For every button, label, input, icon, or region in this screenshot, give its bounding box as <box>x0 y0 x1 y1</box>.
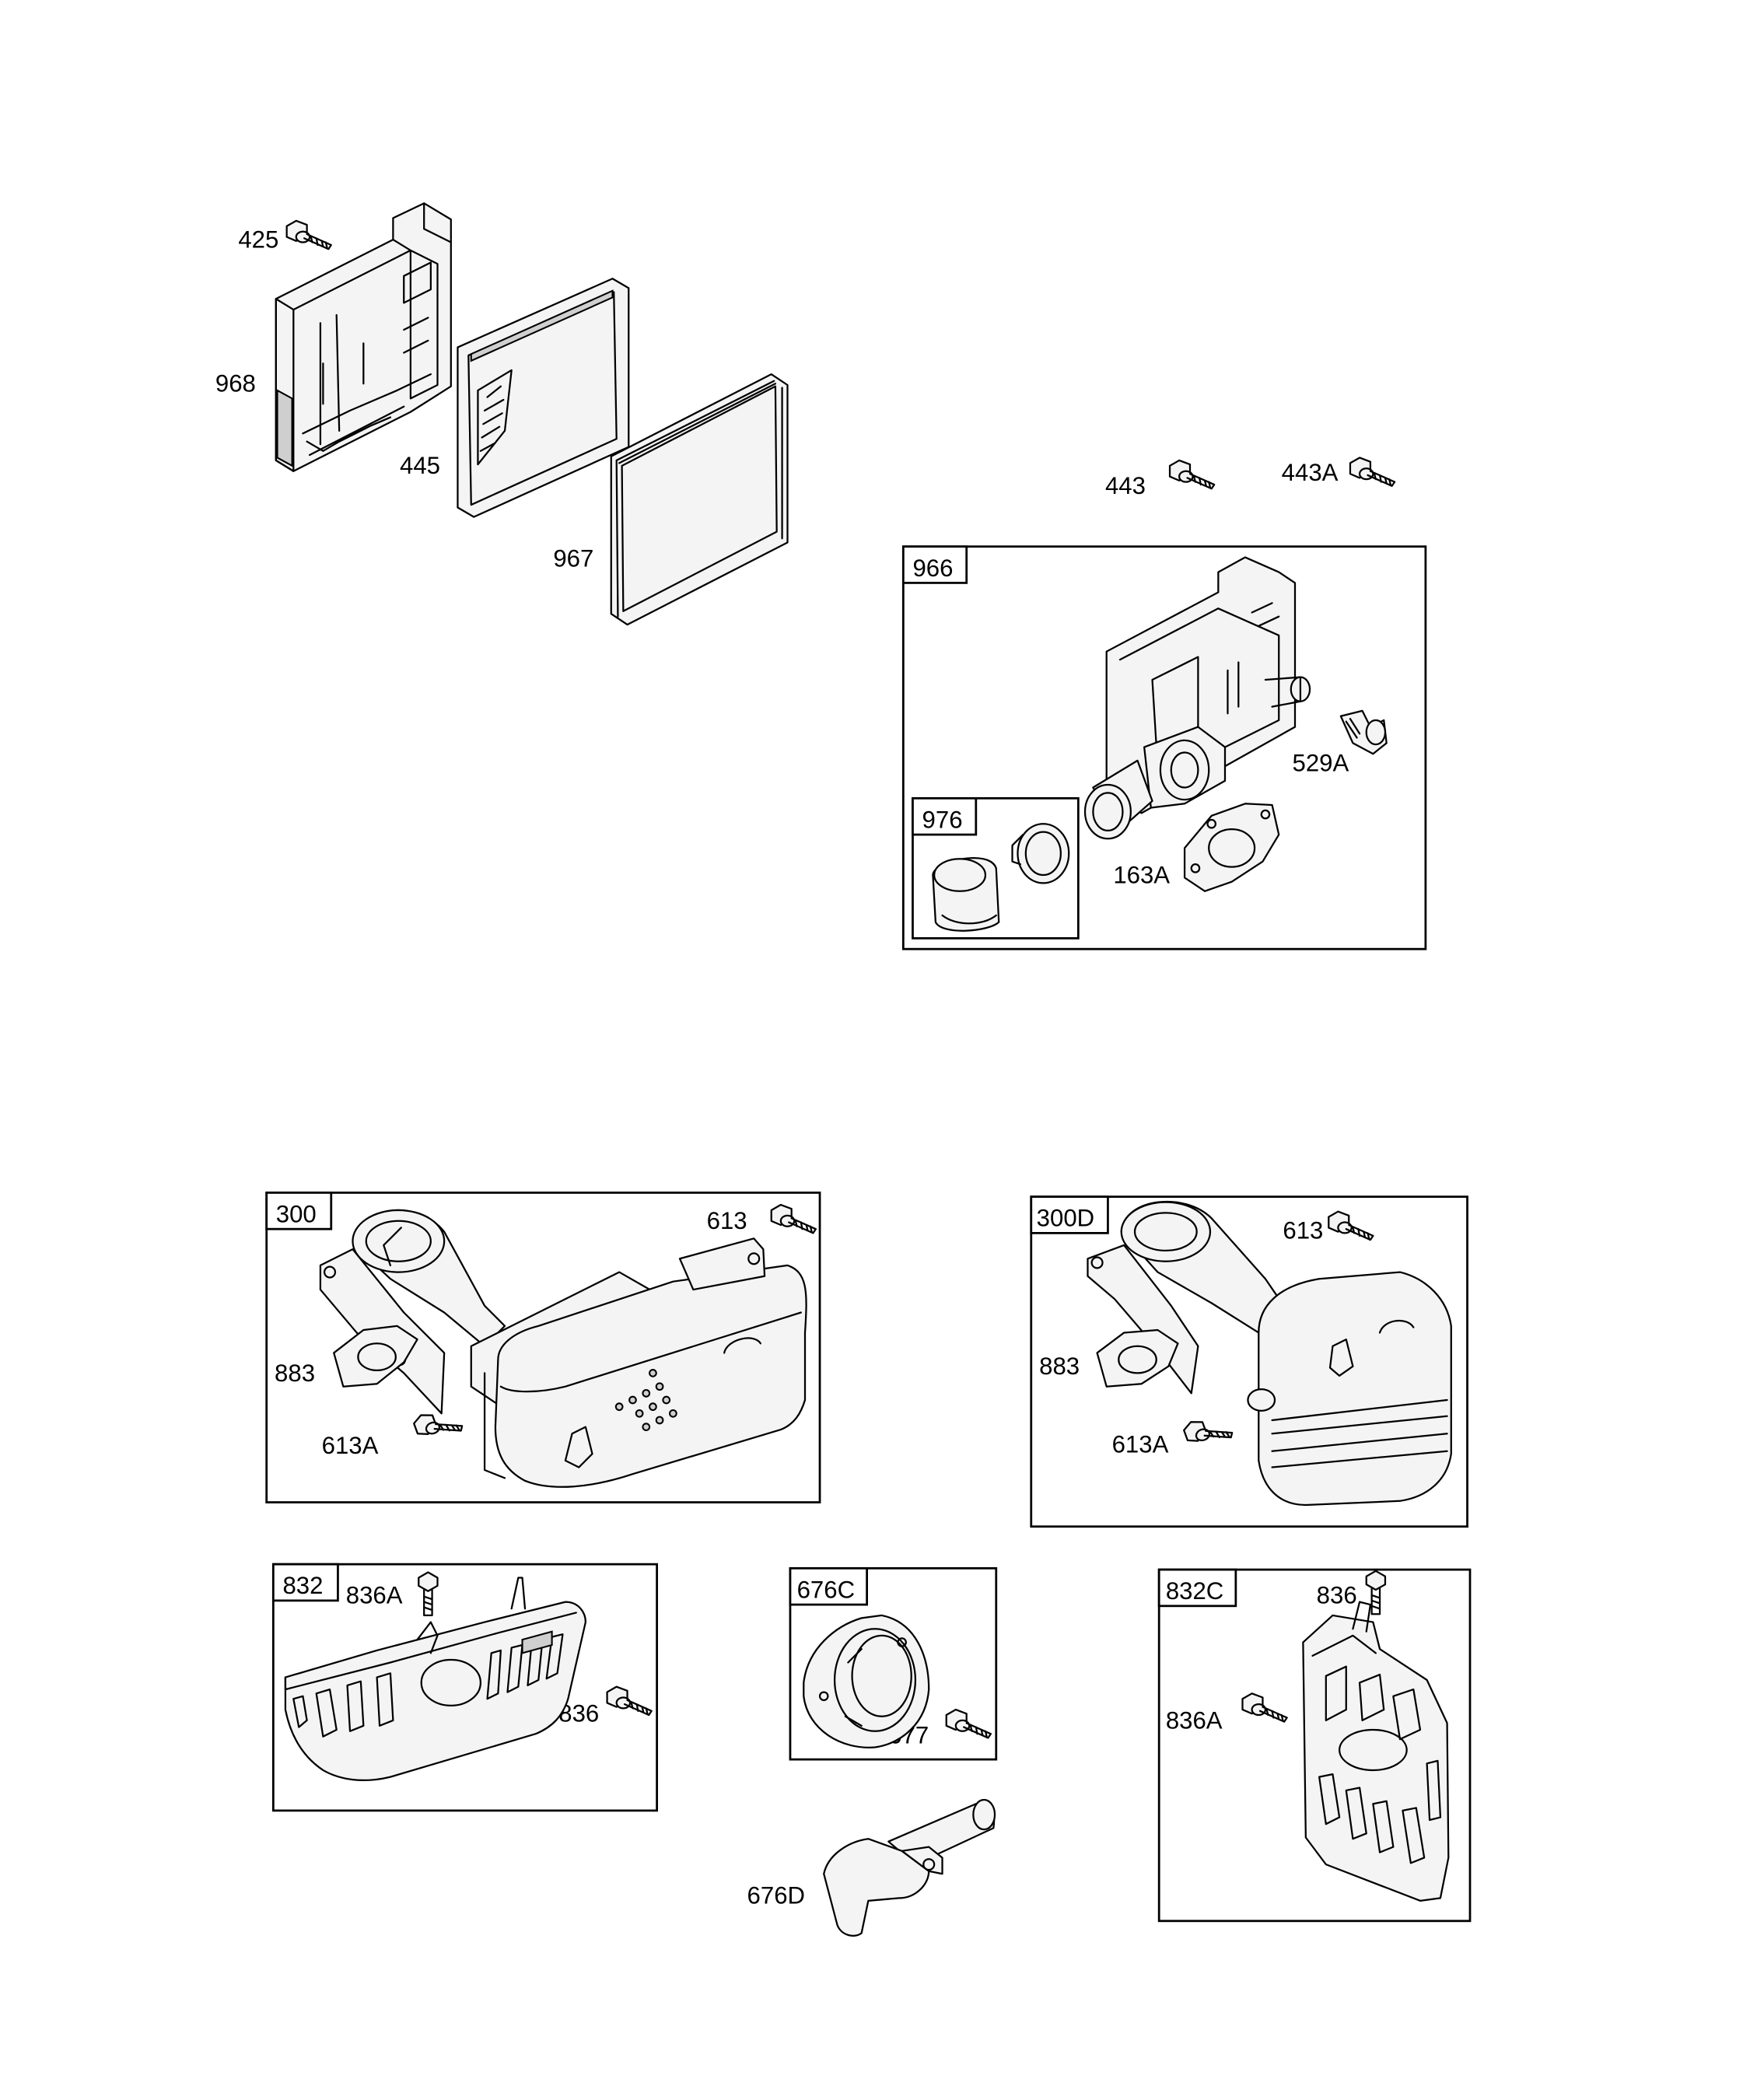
callout-883-kit300D: 883 <box>1039 1353 1080 1380</box>
muffler-300D <box>1087 1200 1452 1507</box>
kit-label-976: 976 <box>922 806 963 833</box>
callout-836-kit832C: 836 <box>1317 1581 1357 1608</box>
callout-613A-kit300D: 613A <box>1112 1430 1169 1458</box>
screw-icon-613A-kit300D <box>1181 1409 1235 1453</box>
callout-613-kit300: 613 <box>707 1207 747 1234</box>
screw-icon-425 <box>285 219 332 250</box>
air-cleaner-base-968 <box>275 202 452 472</box>
callout-836A-kit832C: 836A <box>1166 1706 1223 1734</box>
callout-967: 967 <box>553 545 593 572</box>
kit-tag-966 <box>901 545 968 584</box>
air-filter-445 <box>457 278 630 518</box>
pre-cleaner-967 <box>610 373 789 626</box>
kit-label-966: 966 <box>912 555 953 582</box>
kit-tag-832 <box>271 1563 339 1602</box>
screw-icon-443A <box>1349 457 1396 487</box>
callout-836A-kit832: 836A <box>346 1581 403 1608</box>
kit-box-966 <box>901 545 1427 950</box>
kit-box-832C <box>1157 1568 1472 1923</box>
callout-445: 445 <box>400 452 440 479</box>
callout-613A-kit300: 613A <box>322 1432 379 1459</box>
screw-icon-613-kit300D <box>1328 1210 1374 1241</box>
callout-968: 968 <box>215 370 256 397</box>
kit-label-832C: 832C <box>1166 1577 1223 1605</box>
muffler-vent-holes <box>614 1369 677 1431</box>
air-cleaner-body-966 <box>1083 556 1311 840</box>
clamp-ring-976 <box>1011 823 1070 884</box>
callout-443A: 443A <box>1282 459 1339 486</box>
muffler-shield-832C <box>1302 1601 1450 1902</box>
filter-element-976 <box>932 856 1000 932</box>
exhaust-flange-676C <box>803 1614 930 1748</box>
kit-box-976 <box>912 796 1080 940</box>
kit-tag-976 <box>912 796 978 836</box>
kit-box-300 <box>265 1192 821 1503</box>
screw-icon-836A-kit832C <box>1241 1692 1288 1723</box>
callout-883-kit300: 883 <box>275 1360 315 1387</box>
screw-icon-836-kit832 <box>606 1685 653 1717</box>
kit-box-300D <box>1030 1195 1468 1528</box>
breather-tube-529A <box>1339 709 1388 755</box>
gasket-883-kit300D <box>1096 1328 1179 1388</box>
kit-label-676C: 676C <box>797 1576 855 1603</box>
kit-label-832: 832 <box>282 1572 323 1599</box>
callout-676D: 676D <box>747 1881 805 1909</box>
screw-icon-613-kit300 <box>770 1203 817 1234</box>
part-callouts: 425 968 445 967 443 443A 529A 163A 613 8… <box>215 226 1357 1909</box>
muffler-300 <box>319 1209 807 1488</box>
screw-icon-677 <box>945 1708 992 1739</box>
gasket-883-kit300 <box>333 1325 418 1388</box>
callout-163A: 163A <box>1113 861 1170 888</box>
callout-425: 425 <box>238 226 278 253</box>
screw-icon-443 <box>1168 459 1216 490</box>
callout-529A: 529A <box>1293 750 1349 777</box>
kit-box-676C <box>789 1566 998 1761</box>
kit-box-832 <box>271 1563 658 1812</box>
kit-label-300D: 300D <box>1037 1205 1094 1232</box>
screw-icon-836A-kit832 <box>418 1571 439 1617</box>
kit-label-300: 300 <box>276 1201 317 1228</box>
kit-tag-676C <box>789 1566 869 1606</box>
kit-tag-300 <box>265 1192 333 1230</box>
callout-613-kit300D: 613 <box>1283 1216 1323 1244</box>
kit-tag-300D <box>1030 1195 1109 1234</box>
muffler-shield-832 <box>284 1577 587 1781</box>
callout-443: 443 <box>1105 472 1146 499</box>
exhaust-deflector-676D <box>823 1798 996 1937</box>
kit-tag-832C <box>1157 1568 1237 1608</box>
gasket-163A <box>1183 803 1280 892</box>
